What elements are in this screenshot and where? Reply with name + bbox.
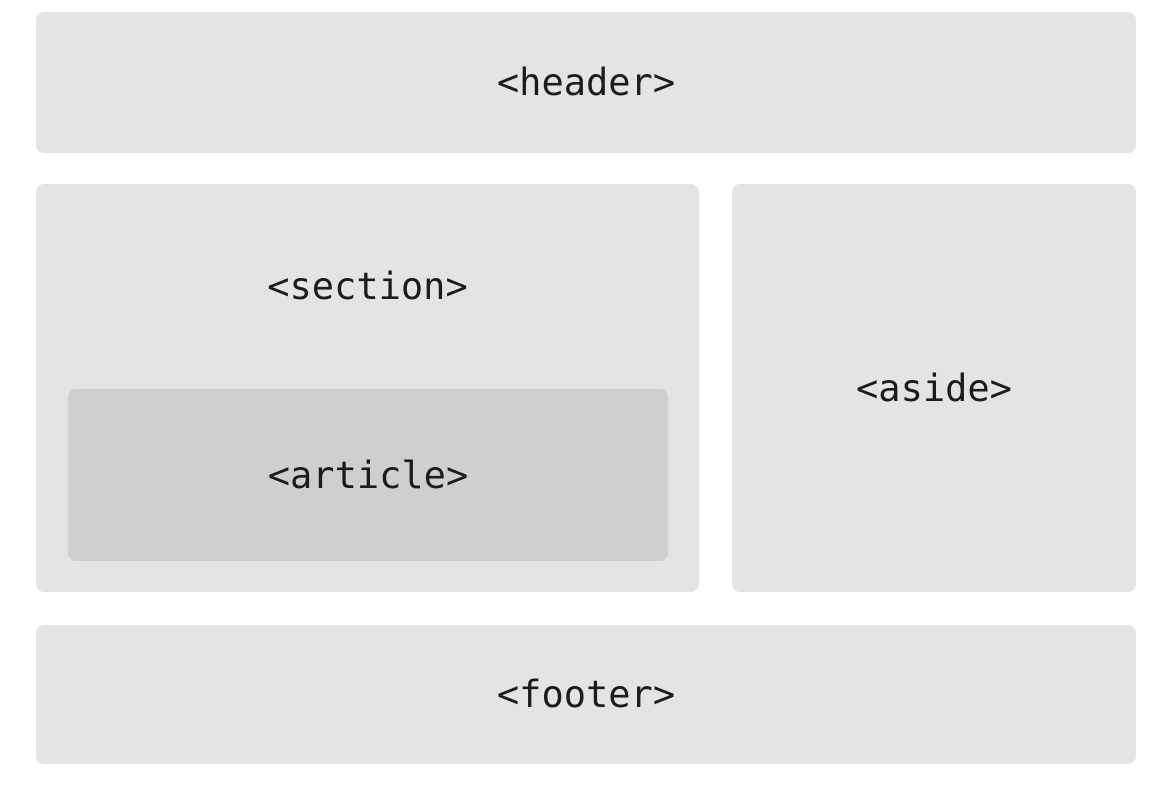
aside-label: <aside> [856, 366, 1012, 410]
aside-box: <aside> [732, 184, 1136, 592]
article-label: <article> [267, 453, 469, 497]
header-label: <header> [496, 61, 676, 104]
footer-box: <footer> [36, 625, 1136, 764]
section-label-area: <section> [36, 184, 699, 389]
section-box: <section> <article> [36, 184, 699, 592]
footer-label: <footer> [496, 673, 676, 716]
header-box: <header> [36, 12, 1136, 153]
section-label: <section> [267, 265, 468, 308]
article-box: <article> [68, 389, 668, 561]
